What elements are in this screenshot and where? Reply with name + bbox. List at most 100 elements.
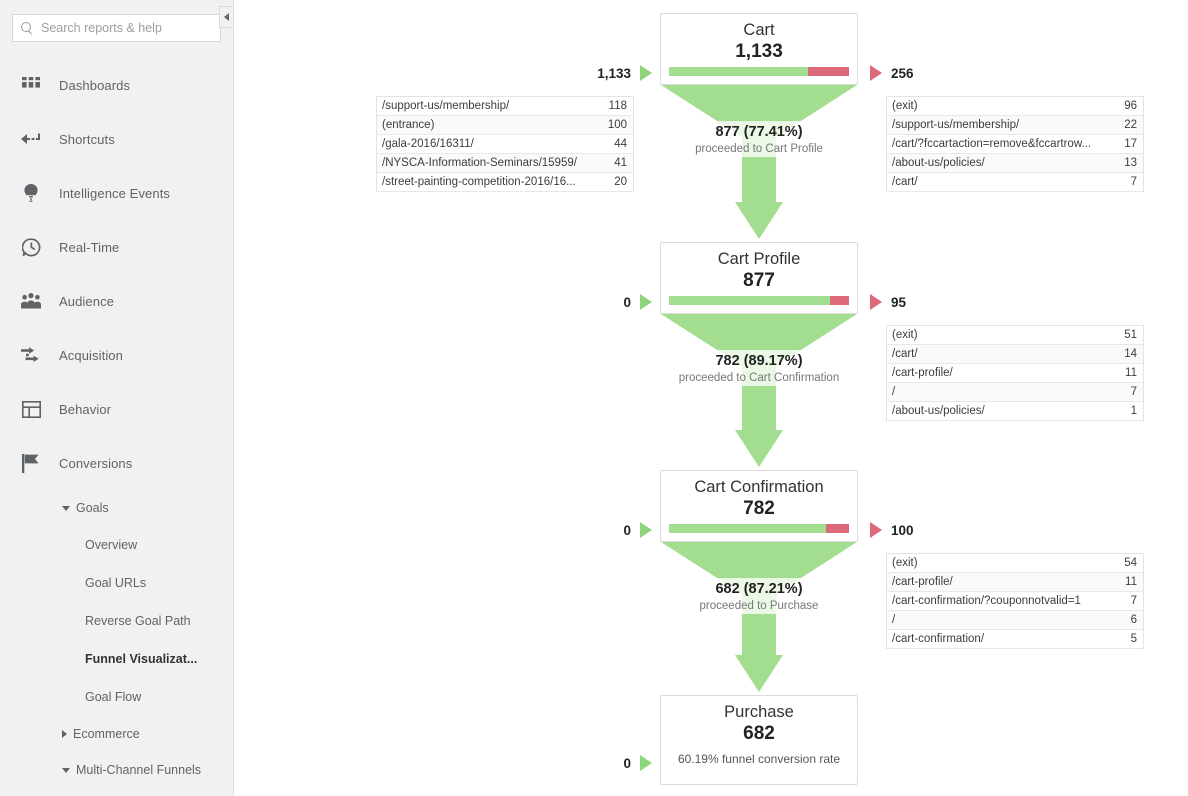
funnel-step-exited: 95 bbox=[870, 294, 906, 310]
acquisition-arrows-icon bbox=[20, 344, 42, 366]
exit-path: /cart/ bbox=[892, 176, 918, 188]
funnel-entrance-table: /support-us/membership/118(entrance)100/… bbox=[376, 96, 634, 192]
table-row[interactable]: /about-us/policies/13 bbox=[887, 154, 1143, 173]
sidebar-group-goals[interactable]: Goals bbox=[0, 490, 233, 526]
exit-path: /about-us/policies/ bbox=[892, 405, 985, 417]
table-row[interactable]: /cart-confirmation/5 bbox=[887, 630, 1143, 649]
table-row[interactable]: /cart-profile/11 bbox=[887, 364, 1143, 383]
funnel-step-count: 877 bbox=[743, 270, 775, 291]
sidebar-subitem-reverse-goal-path[interactable]: Reverse Goal Path bbox=[85, 614, 191, 628]
funnel-step-entered: 0 bbox=[560, 755, 652, 771]
sidebar-search-wrapper bbox=[0, 0, 233, 52]
table-row[interactable]: /support-us/membership/22 bbox=[887, 116, 1143, 135]
table-row[interactable]: /cart/?fccartaction=remove&fccartrow...1… bbox=[887, 135, 1143, 154]
entrance-count: 118 bbox=[608, 100, 627, 112]
sidebar-group-multi-channel-funnels[interactable]: Multi-Channel Funnels bbox=[0, 752, 233, 788]
search-box[interactable] bbox=[12, 14, 221, 42]
table-row[interactable]: /support-us/membership/118 bbox=[377, 97, 633, 116]
funnel-entered-value: 0 bbox=[623, 294, 631, 310]
funnel-transition-caption: proceeded to Cart Confirmation bbox=[678, 372, 840, 384]
funnel-step-bar bbox=[669, 524, 849, 533]
table-row[interactable]: (entrance)100 bbox=[377, 116, 633, 135]
exited-arrow-icon bbox=[870, 294, 882, 310]
sidebar-item-intelligence-events[interactable]: Intelligence Events bbox=[0, 166, 233, 220]
table-row[interactable]: (exit)54 bbox=[887, 554, 1143, 573]
sidebar-group-ecommerce[interactable]: Ecommerce bbox=[0, 716, 233, 752]
sidebar-item-audience[interactable]: Audience bbox=[0, 274, 233, 328]
exit-count: 5 bbox=[1130, 633, 1137, 645]
funnel-exit-table: (exit)54/cart-profile/11/cart-confirmati… bbox=[886, 553, 1144, 649]
sidebar-item-label: Intelligence Events bbox=[59, 185, 171, 201]
funnel-taper-shape bbox=[661, 85, 857, 137]
funnel-exit-table: (exit)51/cart/14/cart-profile/11/7/about… bbox=[886, 325, 1144, 421]
table-row[interactable]: /gala-2016/16311/44 bbox=[377, 135, 633, 154]
entered-arrow-icon bbox=[640, 294, 652, 310]
funnel-transition-value: 782 (89.17%) bbox=[715, 353, 803, 369]
caret-down-icon bbox=[62, 505, 70, 511]
sidebar-subitem-overview[interactable]: Overview bbox=[0, 788, 233, 796]
table-row[interactable]: /about-us/policies/1 bbox=[887, 402, 1143, 421]
exit-path: (exit) bbox=[892, 557, 918, 569]
sidebar-item-acquisition[interactable]: Acquisition bbox=[0, 328, 233, 382]
funnel-exited-value: 95 bbox=[891, 294, 907, 310]
funnel-label-backdrop bbox=[627, 350, 891, 386]
exited-arrow-icon bbox=[870, 65, 882, 81]
sidebar-item-real-time[interactable]: Real-Time bbox=[0, 220, 233, 274]
funnel-entered-value: 0 bbox=[623, 755, 631, 771]
sidebar-item-label: Audience bbox=[59, 293, 115, 309]
table-row[interactable]: /cart-profile/11 bbox=[887, 573, 1143, 592]
sidebar-subitem-funnel-visualizat-[interactable]: Funnel Visualizat... bbox=[85, 652, 198, 666]
sidebar-item-behavior[interactable]: Behavior bbox=[0, 382, 233, 436]
shortcuts-arrow-icon bbox=[20, 128, 42, 150]
exit-count: 7 bbox=[1130, 595, 1137, 607]
funnel-step-exited: 100 bbox=[870, 522, 914, 538]
funnel-bar-continued bbox=[669, 296, 830, 305]
table-row[interactable]: /NYSCA-Information-Seminars/15959/41 bbox=[377, 154, 633, 173]
sidebar-item-dashboards[interactable]: Dashboards bbox=[0, 58, 233, 112]
funnel-step-entered: 0 bbox=[560, 522, 652, 538]
entered-arrow-icon bbox=[640, 755, 652, 771]
funnel-arrowhead-shape bbox=[735, 430, 783, 467]
dashboards-grid-icon bbox=[20, 74, 42, 96]
table-row[interactable]: (exit)96 bbox=[887, 97, 1143, 116]
exit-count: 11 bbox=[1125, 367, 1137, 379]
collapse-sidebar-button[interactable] bbox=[219, 6, 233, 28]
funnel-step-entered: 0 bbox=[560, 294, 652, 310]
entrance-path: (entrance) bbox=[382, 119, 435, 131]
table-row[interactable]: /7 bbox=[887, 383, 1143, 402]
funnel-step-count: 782 bbox=[743, 498, 775, 519]
sidebar-subitem-goal-urls[interactable]: Goal URLs bbox=[85, 576, 147, 590]
exit-count: 17 bbox=[1124, 138, 1137, 150]
funnel-bar-exited bbox=[825, 524, 849, 533]
table-row[interactable]: /6 bbox=[887, 611, 1143, 630]
sidebar-item-conversions[interactable]: Conversions bbox=[0, 436, 233, 490]
funnel-bar-continued bbox=[669, 524, 826, 533]
sidebar-item-label: Real-Time bbox=[59, 239, 120, 255]
exit-count: 13 bbox=[1124, 157, 1137, 169]
sidebar-item-shortcuts[interactable]: Shortcuts bbox=[0, 112, 233, 166]
table-row[interactable]: /cart/14 bbox=[887, 345, 1143, 364]
table-row[interactable]: /street-painting-competition-2016/16...2… bbox=[377, 173, 633, 192]
funnel-transition-caption: proceeded to Cart Profile bbox=[695, 143, 823, 155]
sidebar-item-label: Behavior bbox=[59, 401, 112, 417]
search-input[interactable] bbox=[41, 21, 212, 35]
table-row[interactable]: (exit)51 bbox=[887, 326, 1143, 345]
exit-count: 51 bbox=[1124, 329, 1137, 341]
realtime-clock-icon bbox=[20, 236, 42, 258]
sidebar-subitem-overview[interactable]: Overview bbox=[85, 538, 138, 552]
sidebar-item-label: Shortcuts bbox=[59, 131, 115, 147]
exit-path: /support-us/membership/ bbox=[892, 119, 1020, 131]
exit-count: 14 bbox=[1124, 348, 1137, 360]
entrance-count: 41 bbox=[614, 157, 627, 169]
table-row[interactable]: /cart/7 bbox=[887, 173, 1143, 192]
exit-count: 11 bbox=[1125, 576, 1137, 588]
sidebar-subitem-goal-flow[interactable]: Goal Flow bbox=[85, 690, 142, 704]
funnel-step-bar bbox=[669, 296, 849, 305]
sidebar-group-label: Ecommerce bbox=[73, 727, 140, 741]
